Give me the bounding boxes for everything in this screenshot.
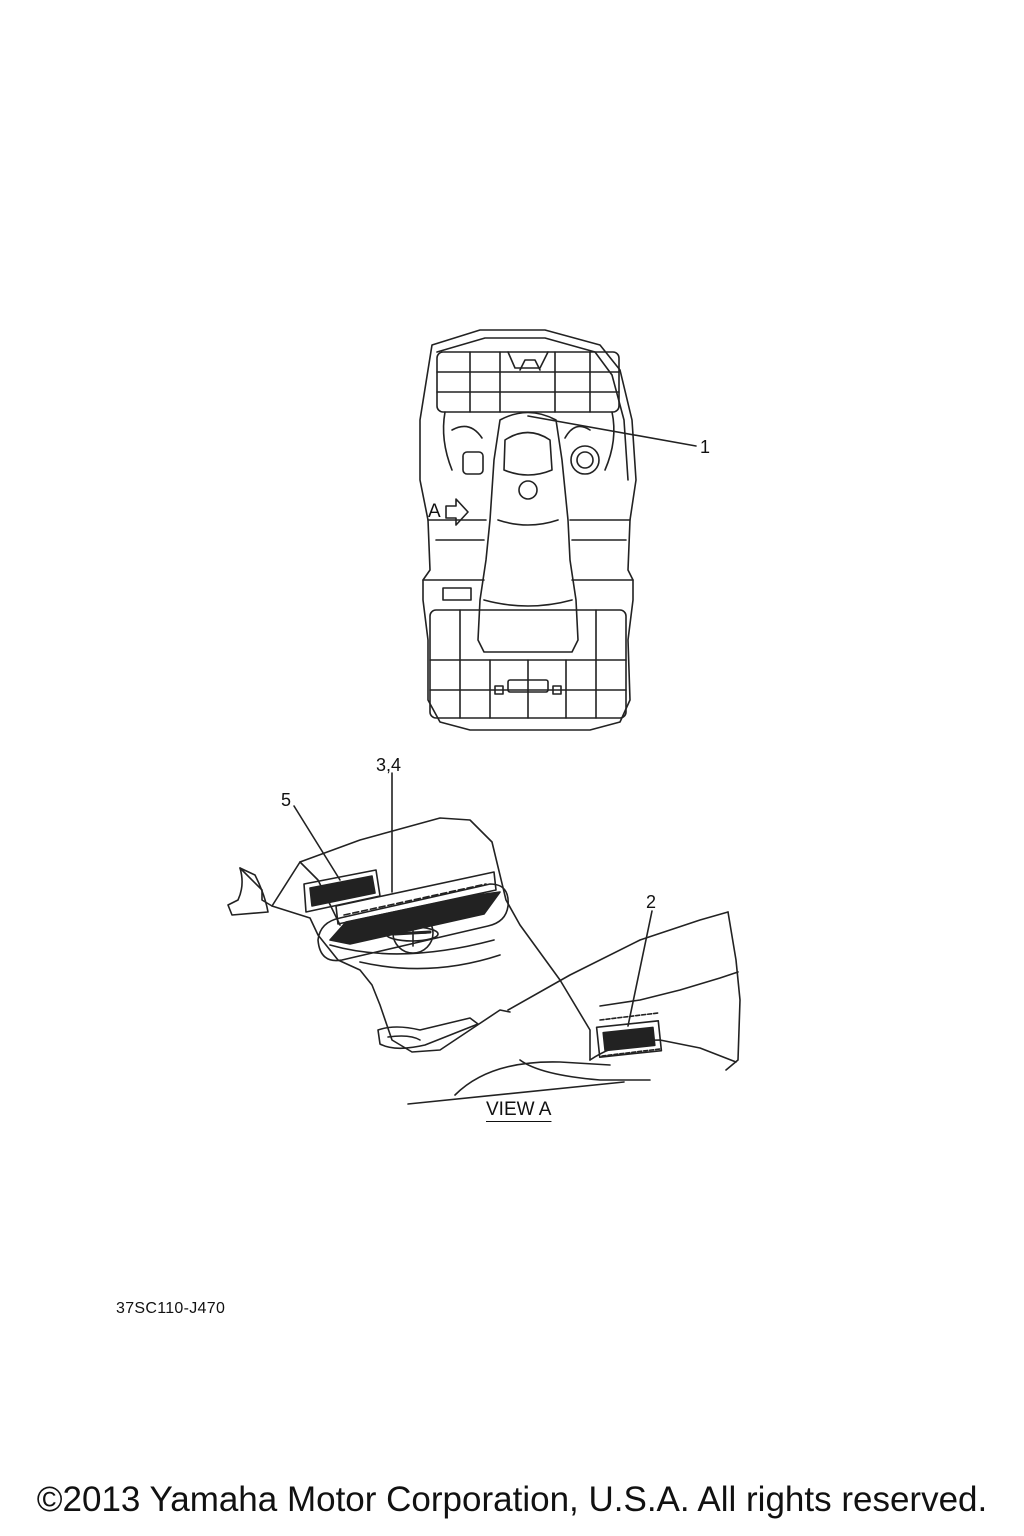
view-arrow-icon [445, 498, 469, 526]
view-a-side-view [227, 772, 741, 1105]
atv-top-view [419, 329, 637, 731]
grizzly-decal [317, 871, 509, 962]
callout-5: 5 [281, 790, 292, 810]
callout-1: 1 [700, 437, 711, 457]
4x4-decal [595, 1012, 663, 1058]
leader-line-2 [627, 910, 653, 1027]
callout-2: 2 [646, 892, 657, 912]
reference-code: 37SC110-J470 [116, 1300, 226, 1317]
copyright-notice: ©2013 Yamaha Motor Corporation, U.S.A. A… [36, 1480, 988, 1519]
view-caption: VIEW A [486, 1099, 552, 1120]
view-marker-a: A [428, 501, 441, 522]
leader-line-1 [527, 415, 697, 447]
callout-3-4: 3,4 [376, 755, 402, 775]
leader-line-5 [293, 805, 341, 881]
